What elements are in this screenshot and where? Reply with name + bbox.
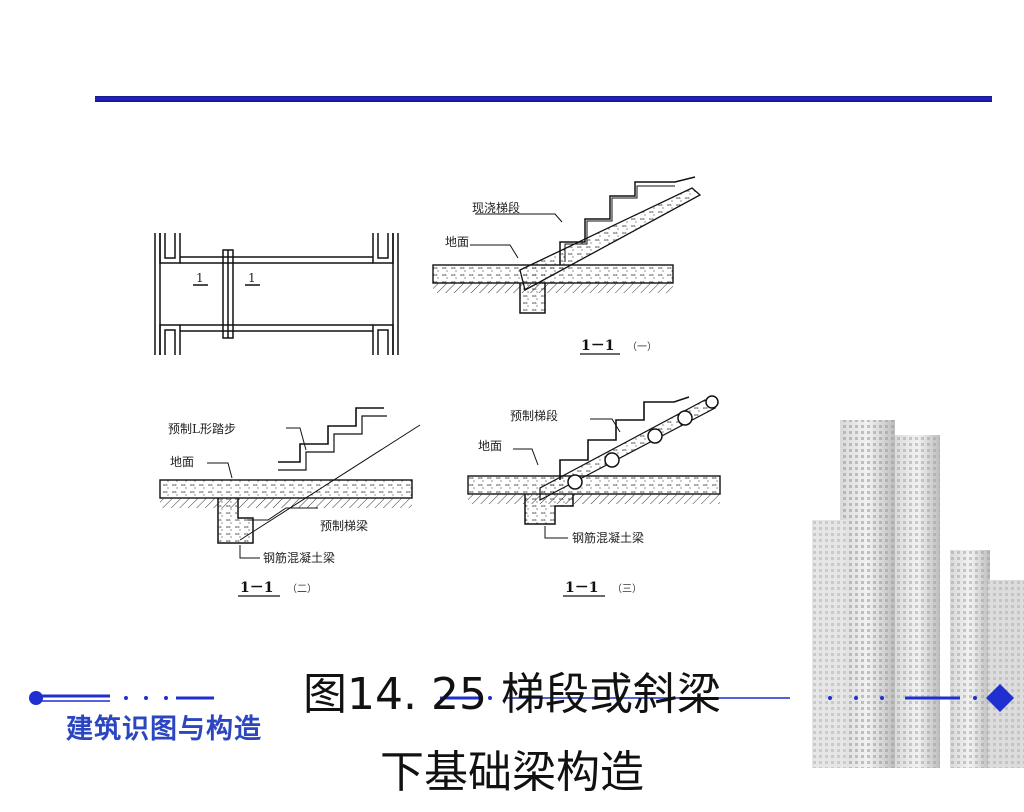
label-ground-2: 地面 [170, 455, 194, 469]
brand-title: 建筑识图与构造 [66, 714, 262, 745]
section-label-1: 1－1 [581, 338, 614, 354]
section-paren-1: （一） [627, 341, 657, 353]
label-rc-beam-3: 钢筋混凝土梁 [572, 530, 644, 545]
title-divider [95, 96, 992, 102]
label-cast-stair: 现浇梯段 [472, 200, 520, 215]
section-paren-3: （三） [612, 583, 642, 595]
section-paren-2: （二） [287, 583, 317, 595]
section-label-3: 1－1 [565, 580, 598, 596]
skyscraper-illustration [812, 420, 1024, 768]
plan-cut-label-right: 1 [248, 271, 256, 285]
footer-decor-line [29, 684, 1014, 712]
plan-cut-label-left: 1 [196, 271, 204, 285]
stair-plan-view [154, 233, 399, 355]
section-diagram-1 [432, 176, 702, 314]
label-precast-l-step: 预制L形踏步 [168, 422, 236, 436]
label-ground-1: 地面 [445, 235, 469, 249]
label-precast-stair: 预制梯段 [510, 408, 558, 423]
section-diagram-2 [159, 407, 421, 559]
stair-foundation-figure: 1 1 现浇梯段 地面 1－1 （一） 预制L形踏步 地面 预制梯梁 钢筋混凝土… [154, 176, 721, 597]
section-label-2: 1－1 [240, 580, 273, 596]
label-ground-3: 地面 [478, 439, 502, 453]
section-diagram-3 [467, 395, 721, 539]
label-rc-beam-2: 钢筋混凝土梁 [263, 550, 335, 565]
label-precast-beam: 预制梯梁 [320, 518, 368, 533]
caption-line-1: 图14. 25 梯段或斜梁 [303, 669, 721, 720]
